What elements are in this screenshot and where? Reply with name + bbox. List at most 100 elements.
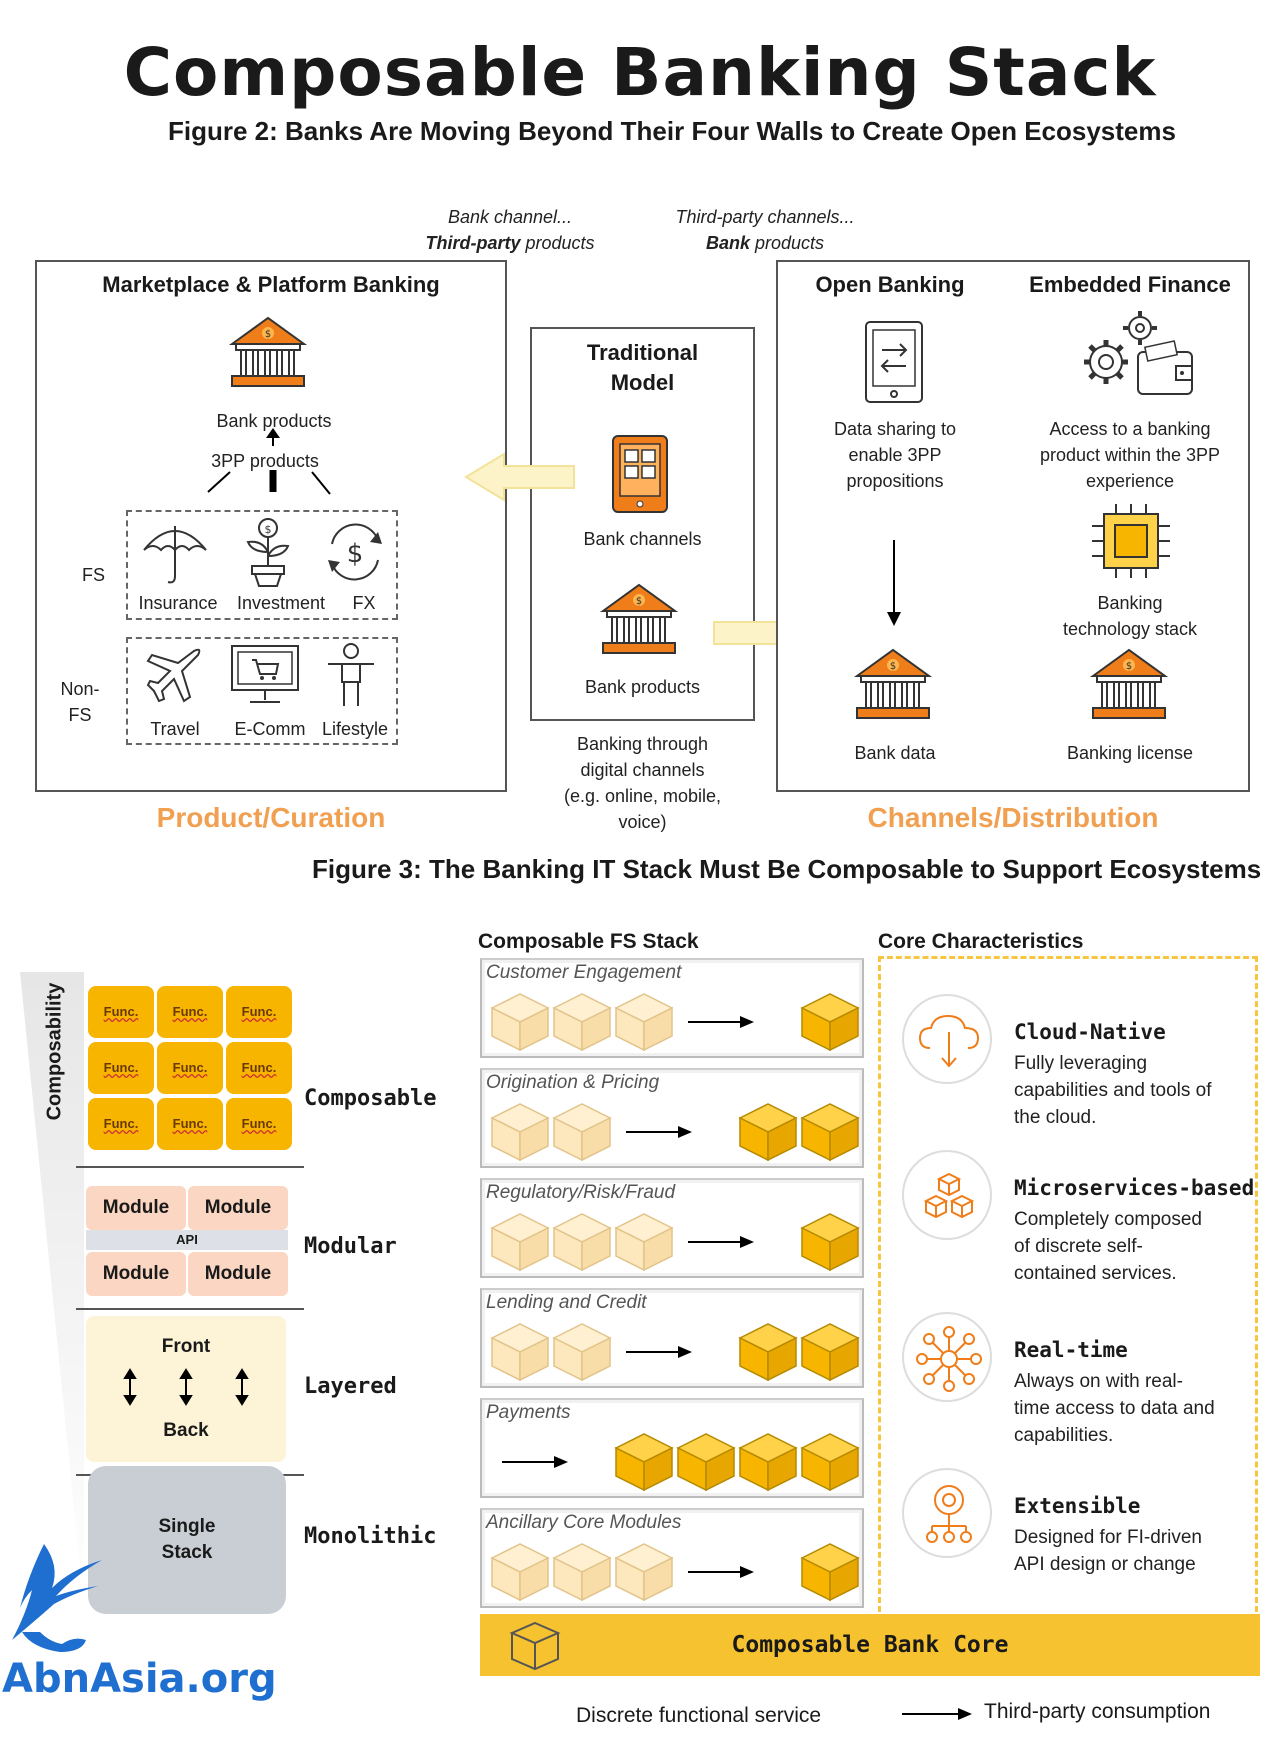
figure-2-title: Figure 2: Banks Are Moving Beyond Their … [168, 116, 1176, 146]
bank-icon [1092, 649, 1166, 719]
single-stack-1: Single [158, 1516, 216, 1537]
header-left-bold: Third-party [425, 233, 521, 253]
watermark-text: AbnAsia.org [2, 1656, 277, 1702]
header-left-line2: Third-party products [400, 230, 620, 256]
consumption-arrow-head [740, 1236, 754, 1248]
nonfs-item-ecomm: E-Comm [234, 719, 306, 739]
consumption-cube [801, 1433, 859, 1491]
updown-arrows-icon [123, 1368, 249, 1406]
char-title: Real-time [1014, 1338, 1128, 1362]
tier-layered: Layered [304, 1374, 397, 1399]
svg-text:$: $ [347, 539, 364, 569]
composability-wedge [20, 972, 84, 1608]
header-right-line2: Bank products [655, 230, 875, 256]
umbrella-icon [143, 526, 207, 584]
traditional-box [530, 327, 755, 721]
stack-row: Customer Engagement [480, 958, 864, 1058]
traditional-caption-3: (e.g. online, mobile, [563, 786, 722, 806]
header-left-line1: Bank channel... [447, 207, 573, 227]
stack-row-cubes [491, 1103, 859, 1161]
back-label: Back [163, 1420, 209, 1441]
bank-core-label: Composable Bank Core [731, 1632, 1009, 1658]
char-desc: Completely composed of discrete self- co… [1014, 1206, 1254, 1287]
legend-thirdparty: Third-party consumption [984, 1700, 1211, 1723]
stack-row-cubes [491, 1213, 859, 1271]
gears-wallet-icon [1084, 311, 1193, 395]
mp-3pp-products: 3PP products [211, 451, 319, 471]
stack-row-cubes [491, 1543, 859, 1601]
down-arrow-icon [887, 540, 901, 626]
char-desc-line: time access to data and [1014, 1398, 1215, 1419]
nonfs-label-2: FS [68, 705, 92, 725]
embedded-title: Embedded Finance [1029, 272, 1231, 297]
cubes-icon [902, 1150, 992, 1240]
plane-icon [146, 648, 201, 703]
func-block: Func. [88, 986, 154, 1038]
consumption-cube [739, 1433, 797, 1491]
eagle-logo-icon [12, 1544, 102, 1652]
discrete-service-cube [553, 1103, 611, 1161]
open-banking-desc-1: Data sharing to [833, 419, 957, 439]
tier-divider [76, 1166, 304, 1168]
channels-distribution-label: Channels/Distribution [867, 802, 1159, 833]
page-title: Composable Banking Stack [123, 34, 1157, 111]
consumption-arrow-head [678, 1346, 692, 1358]
stack-row-title: Ancillary Core Modules [486, 1512, 682, 1533]
stack-row-cubes [491, 993, 859, 1051]
discrete-service-cube [615, 1543, 673, 1601]
func-block: Func. [157, 1042, 223, 1094]
bank-icon [856, 649, 930, 719]
figure-3-title: Figure 3: The Banking IT Stack Must Be C… [312, 854, 1262, 884]
stack-row-title: Origination & Pricing [486, 1072, 660, 1093]
stack-row-title: Regulatory/Risk/Fraud [486, 1182, 676, 1203]
consumption-cube [739, 1103, 797, 1161]
fx-icon: $ [328, 523, 382, 581]
consumption-cube [677, 1433, 735, 1491]
fs-item-fx: FX [352, 593, 376, 613]
api-bar: API [86, 1230, 288, 1250]
tier-monolithic: Monolithic [304, 1524, 437, 1549]
legend-discrete: Discrete functional service [576, 1704, 822, 1727]
discrete-service-cube [491, 1543, 549, 1601]
module-block: Module [86, 1186, 186, 1230]
char-desc-line: the cloud. [1014, 1107, 1097, 1128]
char-title: Microservices-based [1014, 1176, 1255, 1200]
bank-core-bar [480, 1614, 1260, 1676]
embedded-tech-1: Banking [1097, 593, 1163, 613]
fs-group [126, 510, 398, 620]
discrete-service-cube [553, 1213, 611, 1271]
consumption-arrow-head [740, 1016, 754, 1028]
cloud-icon [902, 994, 992, 1084]
stack-row-cubes [502, 1433, 859, 1491]
char-desc-line: Designed for FI-driven [1014, 1527, 1202, 1548]
tier-composable: Composable [304, 1086, 437, 1111]
phone-transfer-icon [865, 321, 923, 403]
mp-bank-products: Bank products [216, 411, 332, 431]
consumption-arrow-head [554, 1456, 568, 1468]
open-banking-bank-data: Bank data [854, 743, 936, 763]
stack-title: Composable FS Stack [478, 930, 699, 953]
consumption-cube [801, 1213, 859, 1271]
legend-arrow-icon [902, 1708, 972, 1720]
func-block: Func. [226, 986, 292, 1038]
stack-row-title: Customer Engagement [486, 962, 682, 983]
stack-row: Origination & Pricing [480, 1068, 864, 1168]
stack-row-cubes [491, 1323, 859, 1381]
fs-label: FS [82, 565, 106, 585]
discrete-service-cube [553, 1543, 611, 1601]
marketplace-title: Marketplace & Platform Banking [102, 272, 440, 297]
traditional-bank-products: Bank products [584, 677, 701, 697]
tier-modular: Modular [304, 1234, 397, 1259]
nonfs-label-1: Non- [60, 679, 100, 699]
stack-row: Lending and Credit [480, 1288, 864, 1388]
characteristics-frame [878, 956, 1258, 1612]
fs-item-investment: Investment [236, 593, 326, 613]
cube-outline-icon [509, 1621, 561, 1671]
svg-text:$: $ [265, 523, 272, 536]
embedded-tech-2: technology stack [1062, 619, 1198, 639]
func-block: Func. [88, 1098, 154, 1150]
traditional-caption-2: digital channels [580, 760, 705, 780]
discrete-service-cube [491, 1103, 549, 1161]
discrete-service-cube [491, 1323, 549, 1381]
fs-item-insurance: Insurance [138, 593, 218, 613]
